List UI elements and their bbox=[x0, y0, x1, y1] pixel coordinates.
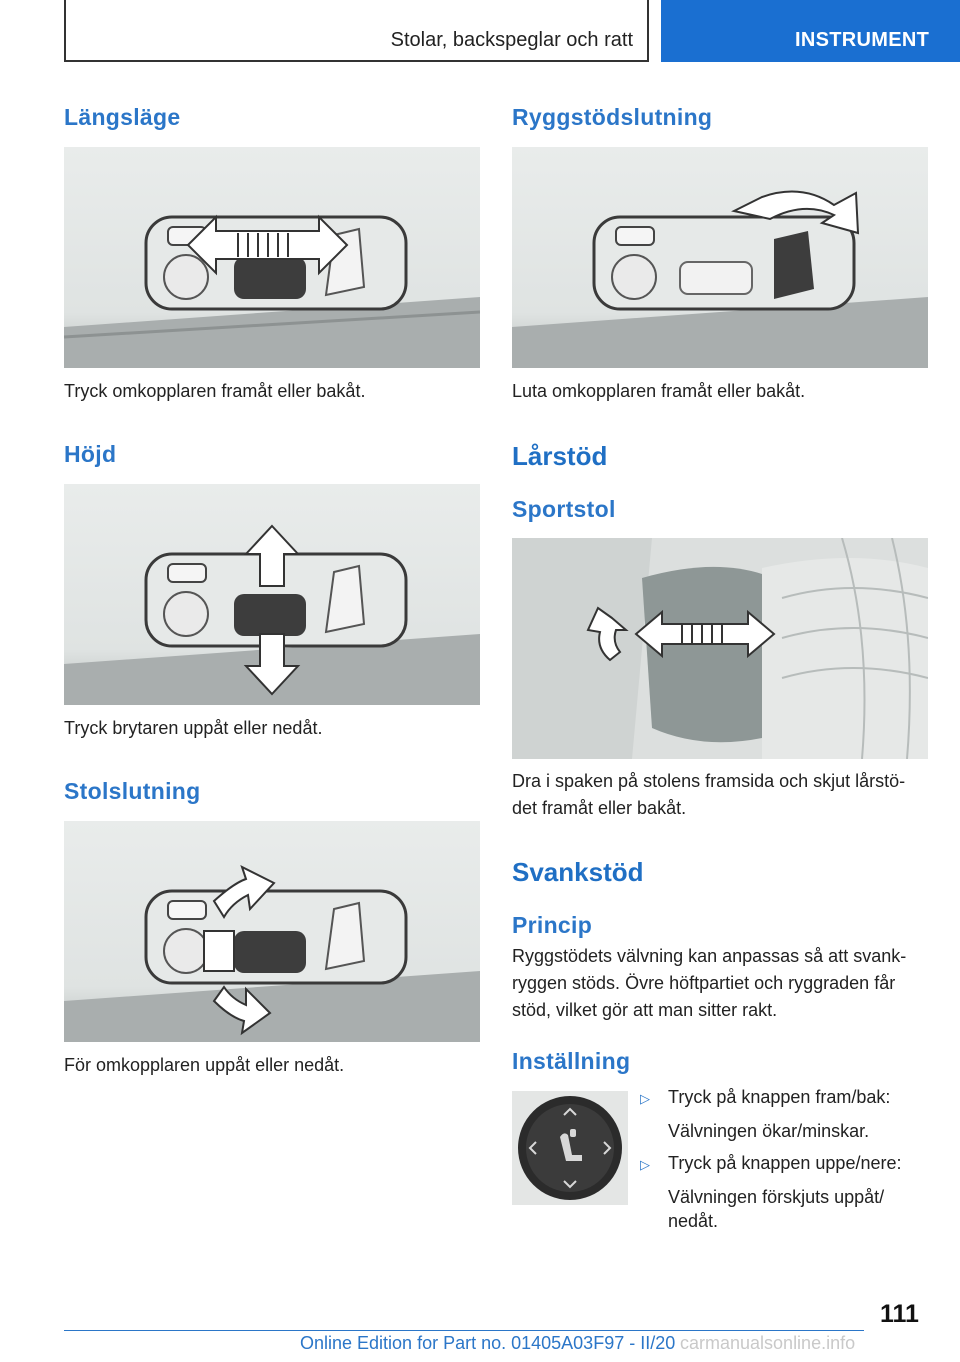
heading-ryggstodslutning: Ryggstödslutning bbox=[512, 104, 713, 130]
caption-ryggstodslutning: Luta omkopplaren framåt eller bakåt. bbox=[512, 381, 806, 401]
illustration-seat-switch-longitudinal bbox=[64, 147, 480, 368]
footer-edition: Online Edition for Part no. 01405A03F97 … bbox=[300, 1333, 676, 1353]
caption-larstod-line1: Dra i spaken på stolens framsida och skj… bbox=[512, 771, 906, 791]
caption-larstod: Dra i spaken på stolens framsida och skj… bbox=[512, 768, 905, 822]
heading-sportstol: Sportstol bbox=[512, 496, 616, 522]
header-chapter-title: INSTRUMENT bbox=[795, 29, 930, 51]
caption-stolslutning: För omkopplaren uppåt eller nedåt. bbox=[64, 1055, 345, 1075]
list-item-2-result-line2: nedåt. bbox=[668, 1211, 719, 1231]
header-chapter-tab: INSTRUMENT bbox=[661, 0, 960, 62]
caption-langslage: Tryck omkopplaren framåt eller bakåt. bbox=[64, 381, 366, 401]
heading-installning: Inställning bbox=[512, 1048, 631, 1074]
illustration-seat-switch-tilt bbox=[64, 821, 480, 1042]
heading-svankstod: Svankstöd bbox=[512, 857, 644, 887]
illustration-seat-switch-backrest bbox=[512, 147, 928, 368]
heading-stolslutning: Stolslutning bbox=[64, 778, 201, 804]
header-section-title: Stolar, backspeglar och ratt bbox=[390, 29, 633, 51]
list-item-1-text: Tryck på knappen fram/bak: bbox=[668, 1087, 891, 1107]
footer-rule bbox=[64, 1330, 864, 1331]
princip-line1: Ryggstödets välvning kan anpassas så att… bbox=[512, 946, 907, 966]
illustration-thigh-support bbox=[512, 538, 928, 759]
caption-hojd: Tryck brytaren uppåt eller nedåt. bbox=[64, 718, 323, 738]
heading-hojd: Höjd bbox=[64, 441, 117, 467]
heading-princip: Princip bbox=[512, 912, 593, 938]
illustration-lumbar-controller bbox=[512, 1091, 628, 1205]
paragraph-princip: Ryggstödets välvning kan anpassas så att… bbox=[512, 943, 906, 1024]
list-item-1-result: Välvningen ökar/minskar. bbox=[668, 1121, 870, 1141]
princip-line2: ryggen stöds. Övre höftpartiet och ryggr… bbox=[512, 973, 896, 993]
princip-line3: stöd, vilket gör att man sitter rakt. bbox=[512, 1000, 778, 1020]
triangle-bullet-icon: ▷ bbox=[640, 1091, 650, 1106]
list-item-2-result-line1: Välvningen förskjuts uppåt/ bbox=[668, 1187, 885, 1207]
illustration-seat-switch-height bbox=[64, 484, 480, 705]
heading-larstod: Lårstöd bbox=[512, 441, 608, 471]
header-section-box: Stolar, backspeglar och ratt bbox=[64, 0, 649, 62]
list-item-2-text: Tryck på knappen uppe/nere: bbox=[668, 1153, 902, 1173]
footer-watermark: carmanualsonline.info bbox=[680, 1333, 856, 1353]
caption-larstod-line2: det framåt eller bakåt. bbox=[512, 798, 687, 818]
heading-langslage: Längsläge bbox=[64, 104, 181, 130]
triangle-bullet-icon: ▷ bbox=[640, 1157, 650, 1172]
page-number: 111 bbox=[880, 1300, 919, 1328]
